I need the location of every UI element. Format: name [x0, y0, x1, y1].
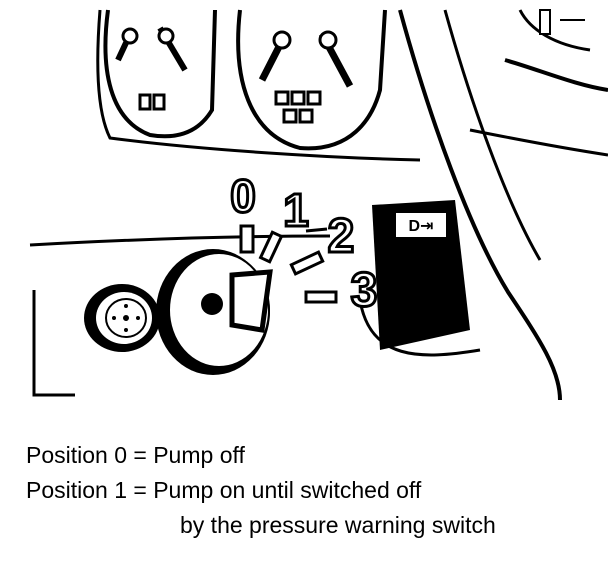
round-knob: [84, 284, 160, 352]
position-label-1: 1: [283, 184, 309, 236]
switch-knob: [229, 269, 273, 333]
position-mark-0: [239, 224, 255, 254]
center-gauge: [236, 9, 387, 151]
dashboard-outline: [96, 9, 421, 162]
caption-line-continuation: by the pressure warning switch: [180, 512, 496, 538]
caption-line-position-0: Position 0 = Pump off: [26, 442, 245, 468]
position-mark-2: [289, 250, 325, 276]
left-gauge: [103, 9, 217, 139]
dash-left-panel: [32, 290, 75, 397]
position-label-3: 3: [351, 264, 378, 317]
position-mark-1: [258, 230, 284, 264]
indicator-switch-block: D⇥: [358, 200, 481, 357]
indicator-label: D⇥: [409, 218, 434, 235]
position-label-0: 0: [230, 170, 256, 222]
dash-lower-edge: [29, 234, 331, 247]
position-mark-3: [304, 290, 338, 304]
caption: Position 0 = Pump off Position 1 = Pump …: [26, 438, 596, 543]
pump-switch: [156, 249, 273, 375]
caption-line-position-1: Position 1 = Pump on until switched off: [26, 477, 422, 503]
position-marks: [239, 224, 338, 304]
steering-column: [398, 9, 608, 401]
dashboard-illustration: D⇥ 0 1 2 3: [29, 9, 608, 401]
position-label-2: 2: [328, 210, 355, 263]
